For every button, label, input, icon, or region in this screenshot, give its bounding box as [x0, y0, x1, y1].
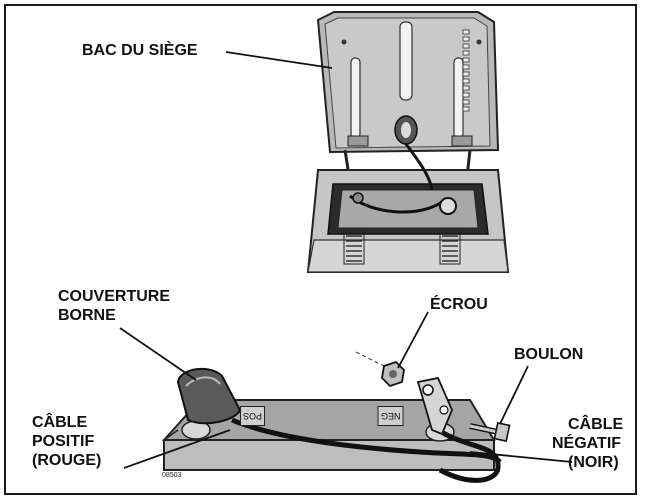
battery-compartment	[306, 143, 510, 273]
positive-terminal	[176, 367, 242, 440]
ring-terminal	[416, 376, 453, 436]
label-negative-cable-line2: NÉGATIF	[552, 435, 622, 452]
label-bolt: BOULON	[514, 346, 584, 363]
nut	[355, 351, 405, 388]
label-positive-cable-line2: POSITIF	[32, 433, 95, 450]
label-nut: ÉCROU	[430, 296, 488, 313]
neg-mark: NEG	[378, 406, 404, 426]
label-negative-cable-line1: CÂBLE	[568, 416, 624, 433]
label-terminal-cover-line2: BORNE	[58, 307, 116, 324]
bolt	[469, 421, 511, 443]
label-positive-cable-line1: CÂBLE	[32, 414, 88, 431]
seat-pan	[316, 11, 500, 187]
battery	[161, 399, 496, 471]
label-seat-pan: BAC DU SIÈGE	[82, 42, 198, 59]
figure-reference: 08503	[162, 472, 182, 479]
pos-mark: POS	[240, 406, 266, 426]
label-positive-cable-line3: (ROUGE)	[32, 452, 102, 469]
label-terminal-cover-line1: COUVERTURE	[58, 288, 171, 305]
leader-lines	[119, 51, 573, 469]
label-negative-cable-line3: (NOIR)	[568, 454, 619, 471]
